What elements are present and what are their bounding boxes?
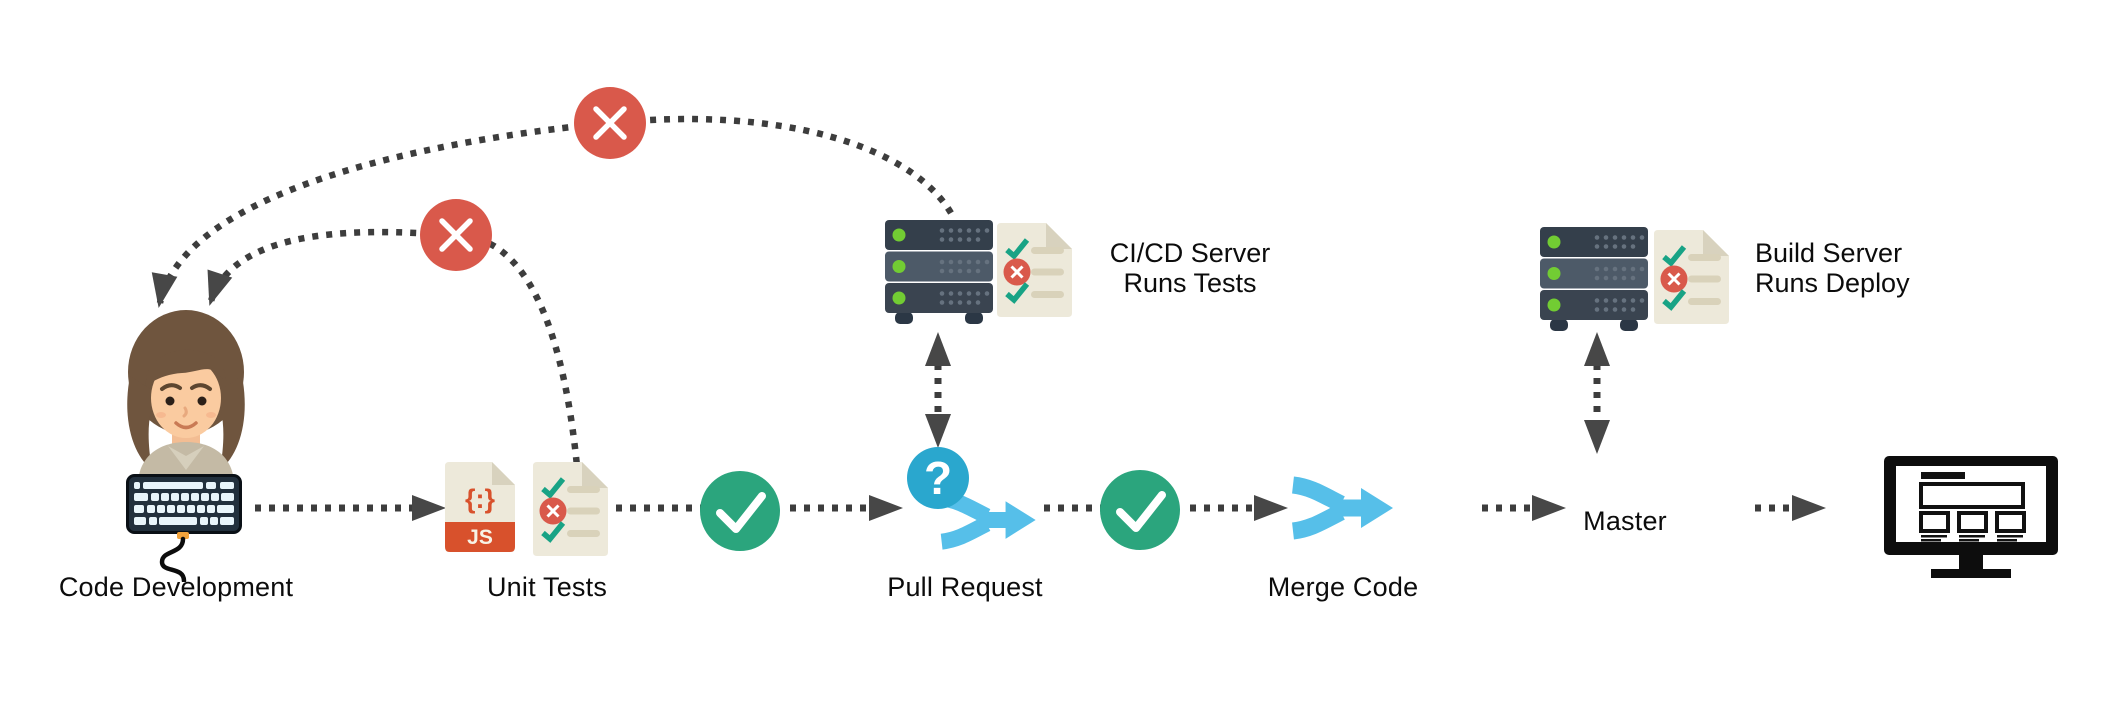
avatar-collar — [168, 446, 204, 470]
arrowhead-into-unit-tests — [412, 495, 446, 521]
arrowhead-to-developer-2 — [207, 269, 233, 306]
arrowhead-into-monitor — [1792, 495, 1826, 521]
arrowhead-into-merge — [1254, 495, 1288, 521]
label-pull-request: Pull Request — [887, 572, 1043, 602]
double-headed-arrow-pr-cicd — [925, 332, 951, 448]
avatar-face — [151, 358, 221, 438]
monitor-icon — [1884, 456, 2058, 578]
pass-check-icon — [1100, 470, 1180, 550]
checklist-document-icon — [1654, 230, 1729, 324]
keyboard-icon — [126, 474, 242, 582]
developer-avatar-icon — [127, 310, 245, 482]
label-build-server-line1: Build Server — [1755, 238, 1903, 268]
js-badge-label: JS — [467, 526, 493, 549]
arrowhead-into-pull-request — [869, 495, 903, 521]
label-build-server-line2: Runs Deploy — [1755, 268, 1910, 298]
keyboard-connector — [177, 532, 189, 539]
server-rack-icon — [885, 220, 993, 324]
arrowhead-into-master — [1532, 495, 1566, 521]
label-merge-code: Merge Code — [1267, 572, 1419, 602]
js-braces-glyph: {:} — [465, 484, 495, 514]
js-badge-band — [445, 522, 515, 552]
js-file-icon: {:} JS — [445, 462, 515, 552]
label-master: Master — [1583, 506, 1667, 536]
label-cicd-server-line1: CI/CD Server — [1109, 238, 1271, 268]
double-headed-arrow-build-master — [1584, 332, 1610, 454]
merge-branch-icon — [1291, 476, 1393, 540]
monitor-stand-base — [1931, 569, 2011, 578]
keyboard-cable — [159, 536, 187, 582]
monitor-stand-neck — [1959, 555, 1983, 569]
question-icon — [907, 447, 969, 509]
label-code-development: Code Development — [58, 572, 294, 602]
fail-x-icon — [420, 199, 492, 271]
fail-arc-cicd-to-developer — [156, 115, 954, 304]
pass-check-icon — [700, 471, 780, 551]
pull-request-node: ? — [907, 447, 1036, 550]
label-cicd-server: CI/CD Server Runs Tests — [1110, 238, 1271, 298]
avatar-bangs — [145, 349, 227, 386]
label-unit-tests: Unit Tests — [486, 572, 608, 602]
server-rack-icon — [1540, 227, 1648, 331]
page-fold — [492, 462, 515, 485]
checklist-document-icon — [533, 462, 608, 556]
fail-arc-unit-tests-to-developer — [207, 228, 582, 478]
checklist-document-icon — [997, 223, 1072, 317]
question-mark-glyph: ? — [924, 452, 952, 504]
merge-branch-icon — [940, 490, 1036, 550]
arrowhead-to-developer-1 — [151, 272, 178, 308]
label-build-server: Build Server Runs Deploy — [1755, 238, 1910, 298]
label-cicd-server-line2: Runs Tests — [1123, 268, 1257, 298]
fail-x-icon — [574, 87, 646, 159]
